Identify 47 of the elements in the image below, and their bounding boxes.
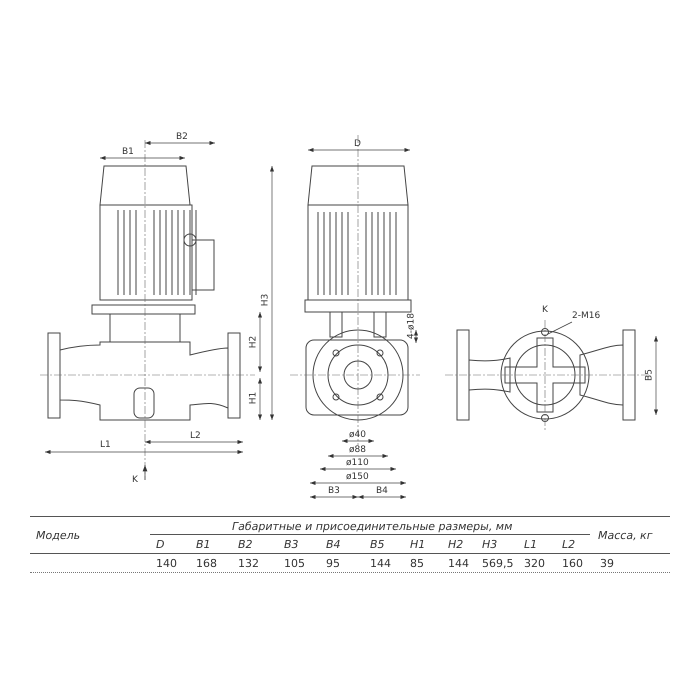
dimension-label: H1 bbox=[250, 392, 258, 404]
column-header: B1 bbox=[196, 539, 211, 550]
column-header: H2 bbox=[448, 539, 464, 550]
dimension-label: H2 bbox=[250, 336, 258, 348]
dimension-label: B2 bbox=[176, 133, 188, 142]
column-header: Масса, кг bbox=[598, 530, 652, 541]
table-cell: 39 bbox=[600, 558, 614, 569]
dimension-label: ø40 bbox=[349, 431, 366, 440]
view-label: K bbox=[542, 306, 548, 315]
dimension-label: ø110 bbox=[346, 459, 369, 468]
dimension-label: H3 bbox=[262, 294, 270, 306]
view-label: K bbox=[132, 476, 138, 485]
table-cell: 144 bbox=[370, 558, 391, 569]
dimension-label: B4 bbox=[376, 487, 388, 496]
bolt-hole bbox=[541, 328, 549, 336]
column-header: D bbox=[156, 539, 164, 550]
table-cell: 569,5 bbox=[482, 558, 514, 569]
table-cell: 95 bbox=[326, 558, 340, 569]
dimension-label: D bbox=[354, 140, 361, 149]
table-cell: 132 bbox=[238, 558, 259, 569]
dimension-label: B5 bbox=[646, 369, 654, 381]
column-header: B5 bbox=[370, 539, 385, 550]
dimension-label: L2 bbox=[190, 432, 201, 441]
dimension-label: 4-ø18 bbox=[408, 313, 416, 339]
leader-line bbox=[548, 322, 572, 334]
dimension-label: B3 bbox=[328, 487, 340, 496]
table-cell: 85 bbox=[410, 558, 424, 569]
column-header: Габаритные и присоединительные размеры, мм bbox=[232, 521, 512, 532]
column-header: H1 bbox=[410, 539, 426, 550]
column-header: B3 bbox=[284, 539, 299, 550]
dimension-label: B1 bbox=[122, 148, 134, 157]
dimension-label: L1 bbox=[100, 441, 111, 450]
column-header: B4 bbox=[326, 539, 341, 550]
column-header: L1 bbox=[524, 539, 538, 550]
column-header: H3 bbox=[482, 539, 498, 550]
table-cell: 105 bbox=[284, 558, 305, 569]
dimension-label: ø88 bbox=[349, 446, 366, 455]
callout-label: 2-M16 bbox=[572, 312, 600, 321]
column-header: L2 bbox=[562, 539, 576, 550]
table-cell: 144 bbox=[448, 558, 469, 569]
table-cell: 168 bbox=[196, 558, 217, 569]
table-cell: 140 bbox=[156, 558, 177, 569]
table-cell: 320 bbox=[524, 558, 545, 569]
table-cell: 160 bbox=[562, 558, 583, 569]
column-header: B2 bbox=[238, 539, 253, 550]
column-header: Модель bbox=[36, 530, 80, 541]
dimension-label: ø150 bbox=[346, 473, 369, 482]
